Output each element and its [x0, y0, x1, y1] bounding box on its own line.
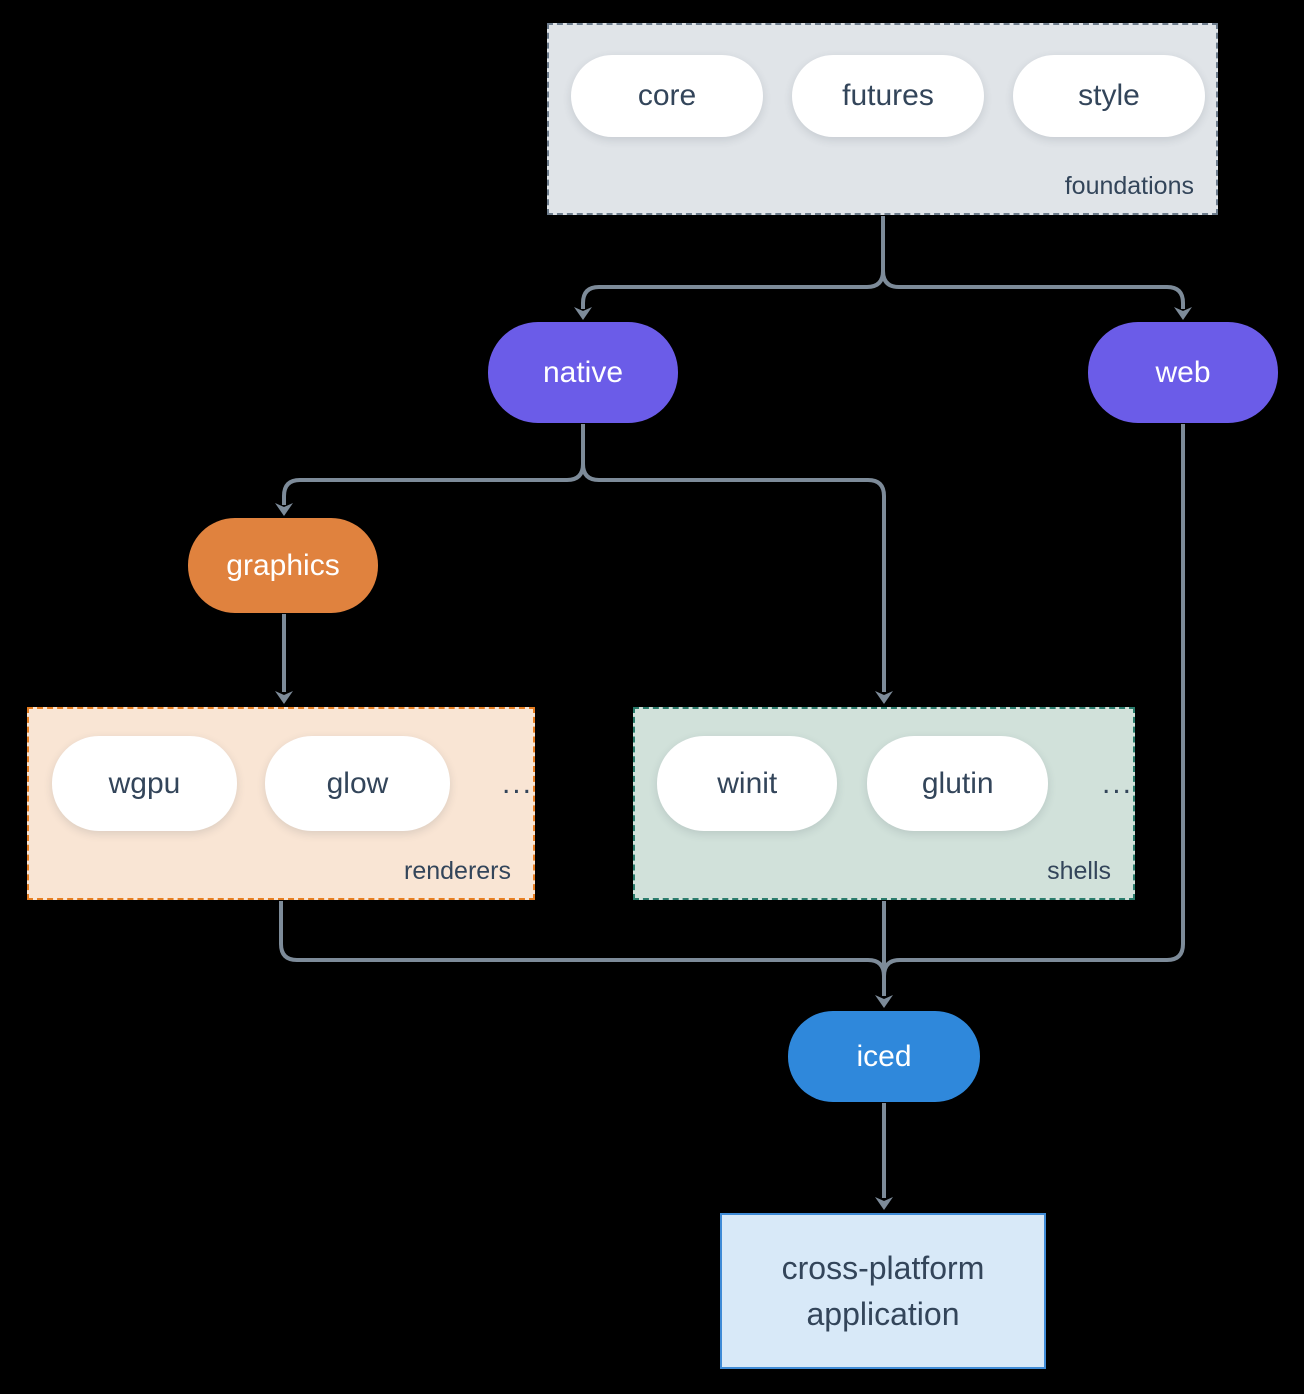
renderers-label: renderers [404, 857, 511, 885]
arrowhead-graphics [275, 503, 293, 516]
node-glow: glow [264, 736, 450, 831]
edge-foundations-web [881, 216, 1185, 309]
node-graphics: graphics [188, 518, 378, 613]
renderers-pill-row: wgpu glow ... [29, 709, 533, 831]
shells-pill-row: winit glutin ... [635, 709, 1133, 831]
edge-renderers-iced [279, 901, 886, 996]
shells-group: winit glutin ... shells [633, 707, 1135, 900]
node-futures: futures [792, 55, 984, 137]
edge-native-graphics [282, 424, 585, 505]
arrowhead-native [574, 307, 592, 320]
edge-native-shells [581, 424, 886, 692]
node-native: native [488, 322, 678, 423]
arrowhead-renderers [275, 691, 293, 704]
node-iced: iced [788, 1011, 980, 1102]
foundations-group: core futures style foundations [547, 23, 1218, 215]
shells-label: shells [1047, 857, 1111, 885]
renderers-group: wgpu glow ... renderers [27, 707, 535, 900]
node-cross-platform-application: cross-platform application [720, 1213, 1046, 1369]
node-web: web [1088, 322, 1278, 423]
renderers-ellipsis: ... [501, 766, 533, 800]
node-wgpu: wgpu [52, 736, 237, 831]
node-core: core [571, 55, 763, 137]
shells-ellipsis: ... [1101, 766, 1133, 800]
arrowhead-web [1174, 307, 1192, 320]
edge-foundations-native [581, 216, 885, 309]
node-style: style [1013, 55, 1205, 137]
foundations-label: foundations [1064, 172, 1194, 200]
foundations-pill-row: core futures style [549, 25, 1216, 137]
arrowhead-application [875, 1197, 893, 1210]
node-glutin: glutin [867, 736, 1048, 831]
arrowhead-shells [875, 691, 893, 704]
arrowhead-iced [875, 995, 893, 1008]
node-winit: winit [657, 736, 838, 831]
